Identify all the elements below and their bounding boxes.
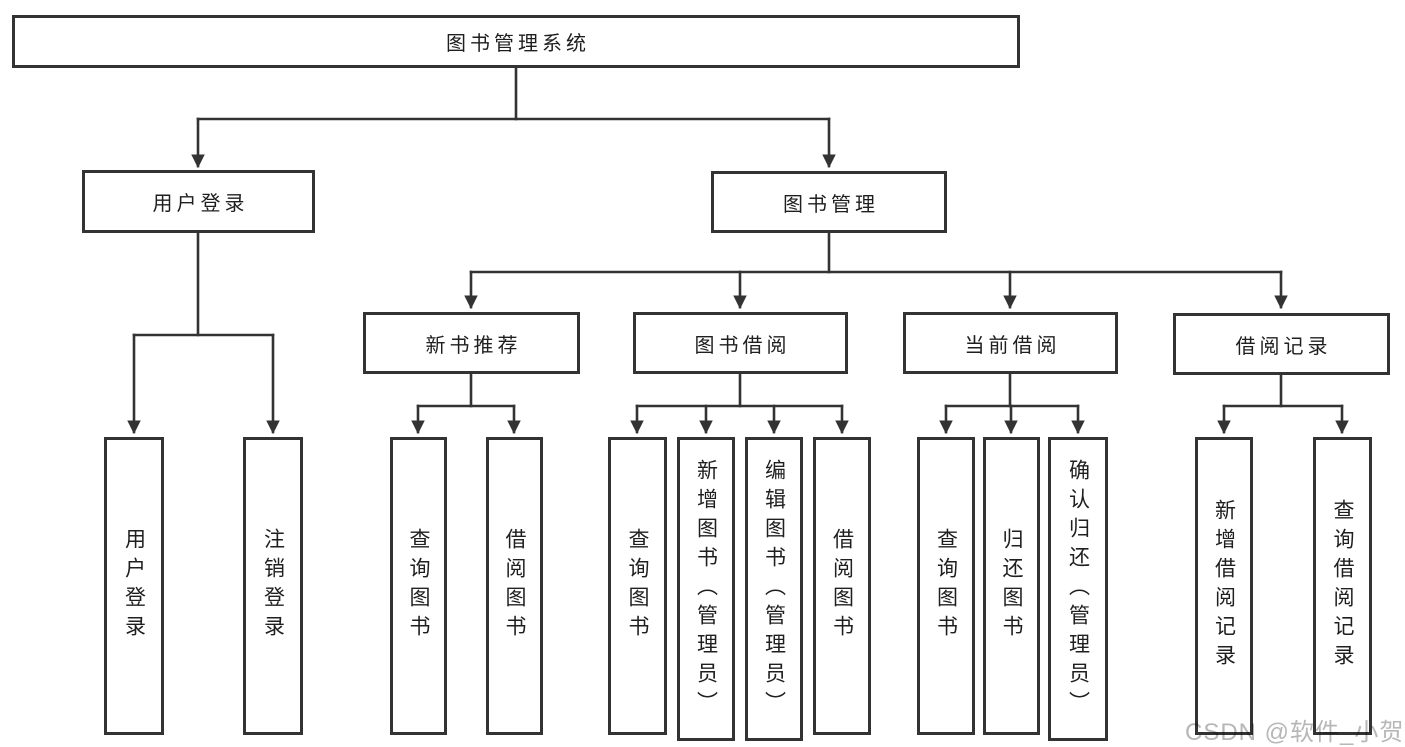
leaf-label: 注销登录 [261,528,285,644]
connector-current-borrow-branch [939,372,1085,435]
leaf-current-query-books: 查询图书 [917,437,975,735]
leaf-user-login: 用户登录 [104,437,164,735]
connector-root-to-level2 [191,66,836,169]
leaf-borrowing-query-books: 查询图书 [608,437,667,735]
node-book-borrowing: 图书借阅 [633,312,848,374]
leaf-label: 确认归还（管理员） [1066,458,1090,720]
node-root-system: 图书管理系统 [12,15,1020,68]
leaf-borrowing-edit-books-admin: 编辑图书（管理员） [745,437,803,741]
node-current-borrowing: 当前借阅 [903,312,1118,374]
connector-user-login-branch [127,231,280,435]
leaf-borrowing-add-books-admin: 新增图书（管理员） [677,437,735,741]
leaf-record-add-borrow-record: 新增借阅记录 [1195,437,1253,735]
node-user-login: 用户登录 [82,170,315,233]
leaf-label: 查询图书 [407,528,430,644]
leaf-label: 用户登录 [122,528,146,644]
leaf-newbook-borrow-books: 借阅图书 [486,437,543,735]
connector-book-borrow-branch [630,372,849,435]
csdn-watermark: CSDN @软件_小贺同学 [1185,719,1405,746]
leaf-current-confirm-return-admin: 确认归还（管理员） [1048,437,1108,741]
leaf-label: 借阅图书 [503,528,526,644]
node-new-book-recommend: 新书推荐 [363,312,580,374]
leaf-label: 借阅图书 [830,528,854,644]
leaf-label: 查询借阅记录 [1331,499,1354,673]
leaf-current-return-books: 归还图书 [983,437,1040,735]
node-book-management: 图书管理 [711,171,947,233]
connector-book-mgmt-branch [464,231,1288,310]
leaf-label: 新增图书（管理员） [694,458,718,720]
leaf-label: 新增借阅记录 [1212,499,1236,673]
leaf-label: 编辑图书（管理员） [762,458,786,720]
leaf-borrowing-borrow-books: 借阅图书 [813,437,871,735]
leaf-label: 查询图书 [626,528,649,644]
leaf-label: 查询图书 [934,528,958,644]
leaf-label: 归还图书 [1000,528,1023,644]
leaf-logout: 注销登录 [243,437,303,735]
leaf-newbook-query-books: 查询图书 [390,437,447,735]
leaf-record-query-borrow-record: 查询借阅记录 [1313,437,1372,735]
node-borrow-records: 借阅记录 [1173,313,1390,375]
connector-borrow-record-branch [1217,373,1349,435]
connector-new-book-branch [411,372,521,435]
